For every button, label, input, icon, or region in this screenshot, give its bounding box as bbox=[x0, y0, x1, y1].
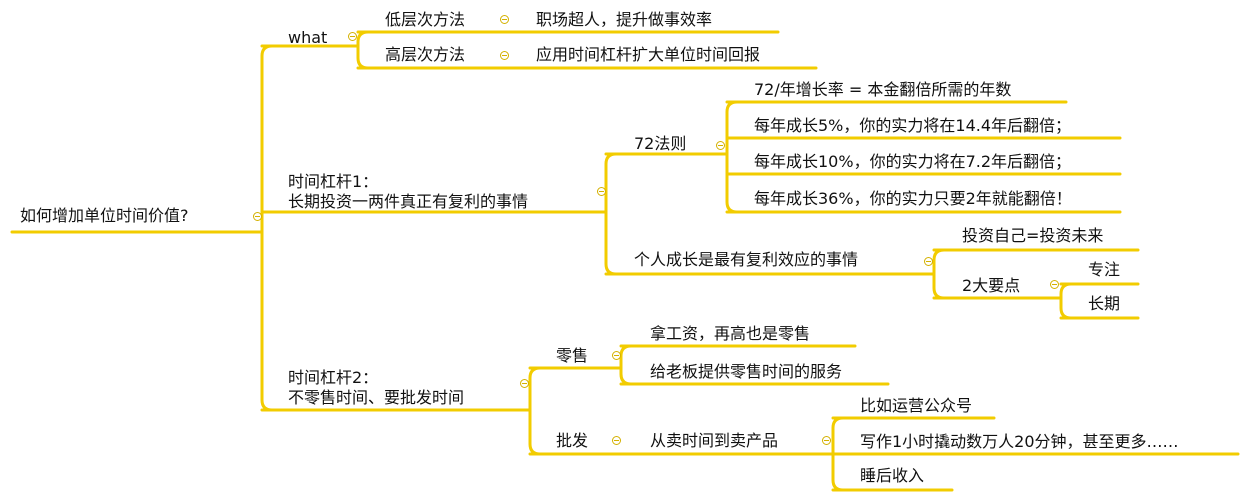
wholesale-item[interactable]: 比如运营公众号 bbox=[860, 396, 973, 415]
collapse-icon[interactable] bbox=[348, 32, 357, 41]
collapse-icon[interactable] bbox=[612, 351, 621, 360]
what-topic[interactable]: what bbox=[288, 28, 328, 47]
high-level-method[interactable]: 高层次方法 bbox=[385, 45, 466, 64]
collapse-icon[interactable] bbox=[500, 51, 509, 60]
wholesale-sell-topic[interactable]: 从卖时间到卖产品 bbox=[650, 431, 779, 450]
low-level-detail[interactable]: 职场超人，提升做事效率 bbox=[536, 10, 713, 29]
collapse-icon[interactable] bbox=[716, 141, 725, 150]
collapse-icon[interactable] bbox=[500, 15, 509, 24]
collapse-icon[interactable] bbox=[597, 187, 606, 196]
collapse-icon[interactable] bbox=[520, 379, 529, 388]
lever1-subtitle[interactable]: 长期投资一两件真正有复利的事情 bbox=[288, 192, 529, 211]
collapse-icon[interactable] bbox=[253, 212, 262, 221]
collapse-icon[interactable] bbox=[924, 257, 933, 266]
wholesale-item[interactable]: 睡后收入 bbox=[860, 466, 925, 485]
collapse-icon[interactable] bbox=[1050, 280, 1059, 289]
low-level-method[interactable]: 低层次方法 bbox=[385, 10, 466, 29]
retail-item[interactable]: 给老板提供零售时间的服务 bbox=[650, 362, 843, 381]
rule72-item[interactable]: 每年成长10%，你的实力将在7.2年后翻倍； bbox=[754, 152, 1072, 171]
retail-topic[interactable]: 零售 bbox=[556, 346, 589, 365]
wholesale-topic[interactable]: 批发 bbox=[556, 431, 589, 450]
collapse-icon[interactable] bbox=[612, 436, 621, 445]
lever1-title[interactable]: 时间杠杆1： bbox=[288, 172, 379, 191]
growth-topic[interactable]: 个人成长是最有复利效应的事情 bbox=[634, 250, 859, 269]
key-points-topic[interactable]: 2大要点 bbox=[962, 276, 1021, 295]
invest-self-topic[interactable]: 投资自己=投资未来 bbox=[962, 226, 1104, 245]
lever2-title[interactable]: 时间杠杆2： bbox=[288, 368, 379, 387]
point-focus[interactable]: 专注 bbox=[1088, 260, 1121, 279]
point-long-term[interactable]: 长期 bbox=[1088, 294, 1121, 313]
rule72-item[interactable]: 每年成长36%，你的实力只要2年就能翻倍！ bbox=[754, 189, 1072, 208]
rule72-topic[interactable]: 72法则 bbox=[634, 134, 687, 153]
root-topic[interactable]: 如何增加单位时间价值? bbox=[20, 206, 189, 225]
lever2-subtitle[interactable]: 不零售时间、要批发时间 bbox=[288, 388, 465, 407]
collapse-icon[interactable] bbox=[822, 436, 831, 445]
rule72-item[interactable]: 72/年增长率 = 本金翻倍所需的年数 bbox=[754, 80, 1012, 99]
retail-item[interactable]: 拿工资，再高也是零售 bbox=[650, 324, 811, 343]
high-level-detail[interactable]: 应用时间杠杆扩大单位时间回报 bbox=[536, 45, 761, 64]
rule72-item[interactable]: 每年成长5%，你的实力将在14.4年后翻倍； bbox=[754, 116, 1072, 135]
wholesale-item[interactable]: 写作1小时撬动数万人20分钟，甚至更多…… bbox=[860, 432, 1179, 451]
